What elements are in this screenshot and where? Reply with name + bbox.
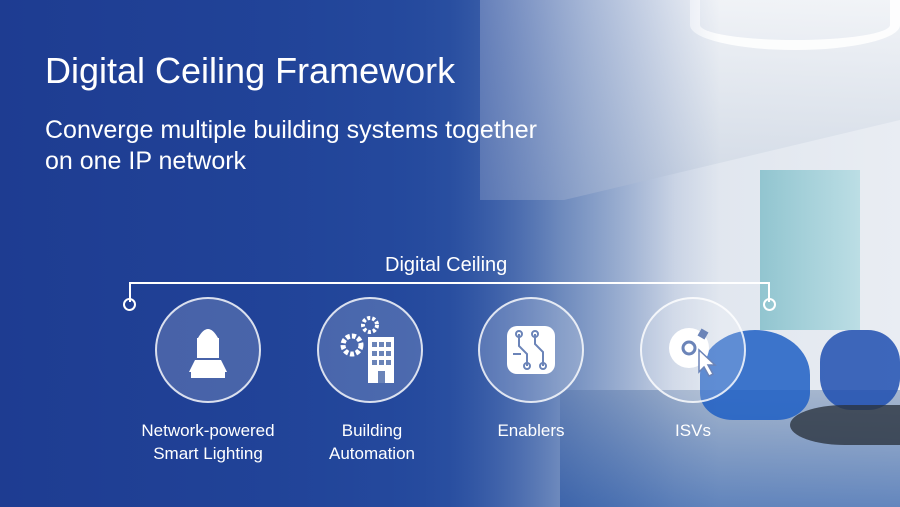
slide-subtitle: Converge multiple building systems toget… <box>45 116 537 175</box>
building-automation-label: Building Automation <box>329 421 415 463</box>
bracket-label: Digital Ceiling <box>385 254 508 276</box>
bracket-end-left <box>123 298 136 311</box>
smart-lighting-label: Network-powered Smart Lighting <box>141 421 275 463</box>
smart-lighting-node <box>155 297 261 403</box>
light-fixture-icon <box>189 329 227 378</box>
disc-cursor-icon <box>669 328 717 377</box>
slide-title: Digital Ceiling Framework <box>45 50 456 91</box>
isvs-label: ISVs <box>675 421 711 440</box>
isvs-node <box>640 297 746 403</box>
circuit-chip-icon <box>507 326 555 374</box>
enablers-label: Enablers <box>497 421 565 440</box>
bracket-end-right <box>763 298 776 311</box>
building-gears-icon <box>340 316 394 383</box>
bracket-line <box>129 282 770 302</box>
enablers-node <box>478 297 584 403</box>
building-automation-node <box>317 297 423 403</box>
